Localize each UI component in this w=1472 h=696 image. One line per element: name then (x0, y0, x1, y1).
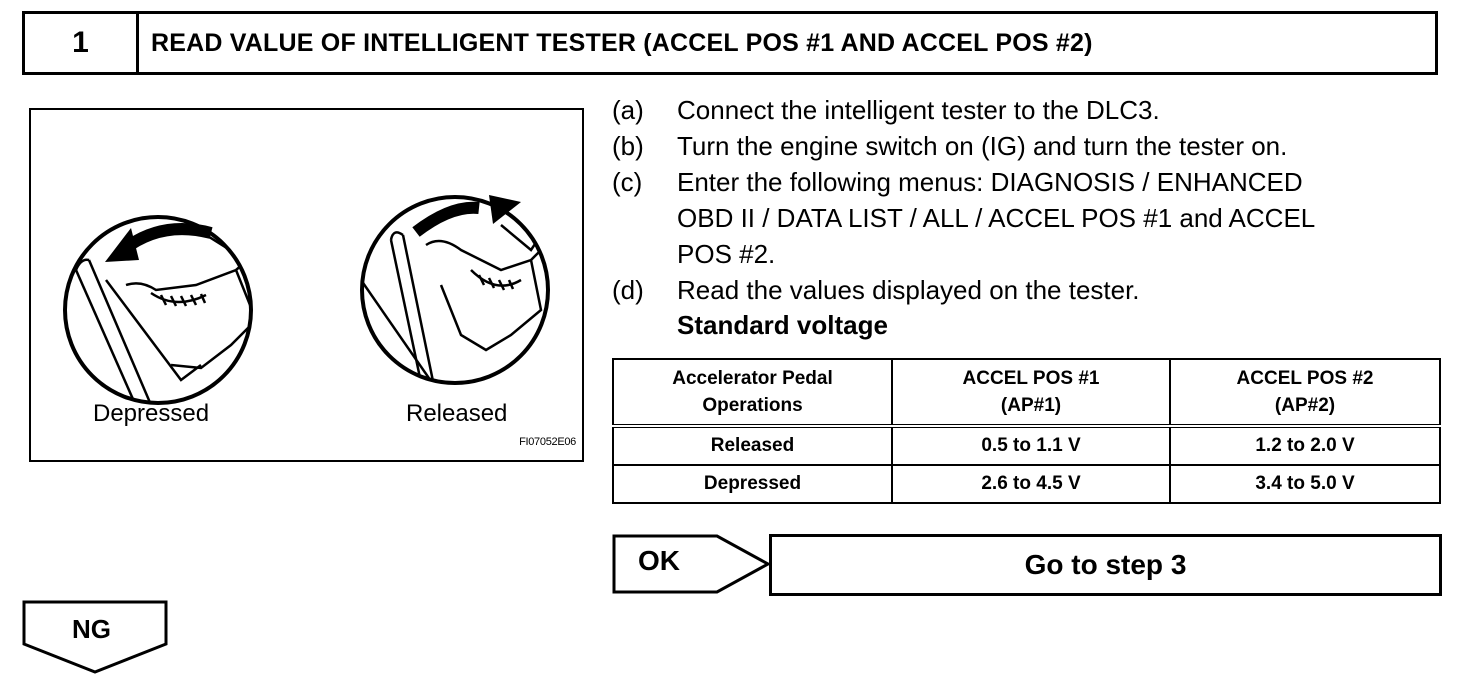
table-cell: 0.5 to 1.1 V (891, 425, 1171, 466)
step-item: (c) Enter the following menus: DIAGNOSIS… (612, 164, 1452, 272)
header-accel-pos-2: ACCEL POS #2(AP#2) (1169, 358, 1441, 427)
table-row: Released 0.5 to 1.1 V 1.2 to 2.0 V (612, 425, 1441, 466)
table-cell: Depressed (612, 464, 893, 504)
step-item: (a) Connect the intelligent tester to th… (612, 92, 1452, 128)
table-cell: 3.4 to 5.0 V (1169, 464, 1441, 504)
step-letter: (b) (612, 131, 644, 161)
step-text: Read the values displayed on the tester. (677, 275, 1140, 305)
step-item: (d) Read the values displayed on the tes… (612, 272, 1452, 308)
ok-branch-arrow: OK (612, 534, 772, 594)
ok-label: OK (638, 545, 680, 576)
step-letter: (a) (612, 95, 644, 125)
step-text: Turn the engine switch on (IG) and turn … (677, 131, 1288, 161)
step-text: Connect the intelligent tester to the DL… (677, 95, 1160, 125)
table-cell: Released (612, 425, 893, 466)
released-label: Released (406, 400, 508, 427)
depressed-label: Depressed (93, 400, 210, 427)
step-text: Enter the following menus: DIAGNOSIS / E… (677, 167, 1315, 269)
step-title: READ VALUE OF INTELLIGENT TESTER (ACCEL … (151, 28, 1093, 57)
ng-branch-arrow: NG (22, 600, 168, 674)
ng-label: NG (72, 614, 111, 644)
step-letter: (d) (612, 275, 644, 305)
released-pedal-drawing (360, 195, 550, 385)
instruction-steps: (a) Connect the intelligent tester to th… (612, 92, 1452, 308)
table-cell: 2.6 to 4.5 V (891, 464, 1171, 504)
header-accel-pos-1: ACCEL POS #1(AP#1) (891, 358, 1171, 427)
depressed-pedal-drawing (63, 215, 253, 405)
step-number: 1 (25, 14, 139, 72)
ng-arrow-shape (22, 600, 168, 674)
ok-arrow-shape (612, 534, 772, 594)
figure-id: FI07052E06 (519, 436, 576, 448)
go-to-step-box: Go to step 3 (769, 534, 1442, 596)
table-row: Depressed 2.6 to 4.5 V 3.4 to 5.0 V (612, 464, 1441, 504)
step-item: (b) Turn the engine switch on (IG) and t… (612, 128, 1452, 164)
pedal-diagram (63, 195, 550, 405)
pedal-illustration: Depressed Released FI07052E06 (29, 108, 584, 462)
step-letter: (c) (612, 167, 643, 197)
table-cell: 1.2 to 2.0 V (1169, 425, 1441, 466)
step-header: 1 READ VALUE OF INTELLIGENT TESTER (ACCE… (22, 11, 1438, 75)
standard-voltage-label: Standard voltage (677, 310, 888, 340)
